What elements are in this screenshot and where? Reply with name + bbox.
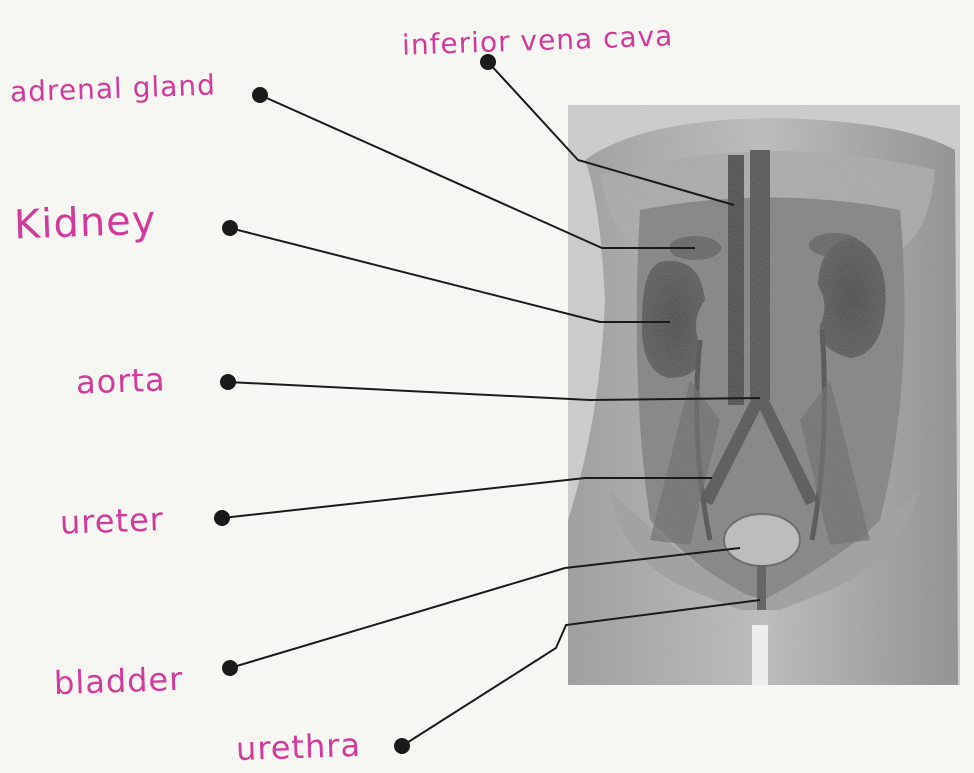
anatomy-illustration (568, 105, 960, 685)
bladder (724, 514, 800, 566)
dot-aorta (220, 374, 236, 390)
dot-kidney (222, 220, 238, 236)
aorta (750, 150, 770, 400)
label-bladder: bladder (53, 660, 184, 702)
dot-ureter (214, 510, 230, 526)
urethra (757, 565, 766, 610)
leader-dots (214, 54, 496, 754)
label-aorta: aorta (75, 360, 166, 401)
right-kidney (818, 238, 886, 358)
left-kidney (642, 261, 705, 378)
leg-gap (752, 625, 768, 685)
dot-urethra (394, 738, 410, 754)
inferior-vena-cava (728, 155, 744, 405)
dot-adrenal (252, 87, 268, 103)
label-urethra: urethra (235, 726, 361, 768)
label-ureter: ureter (59, 500, 164, 542)
dot-bladder (222, 660, 238, 676)
label-kidney: Kidney (13, 198, 157, 249)
